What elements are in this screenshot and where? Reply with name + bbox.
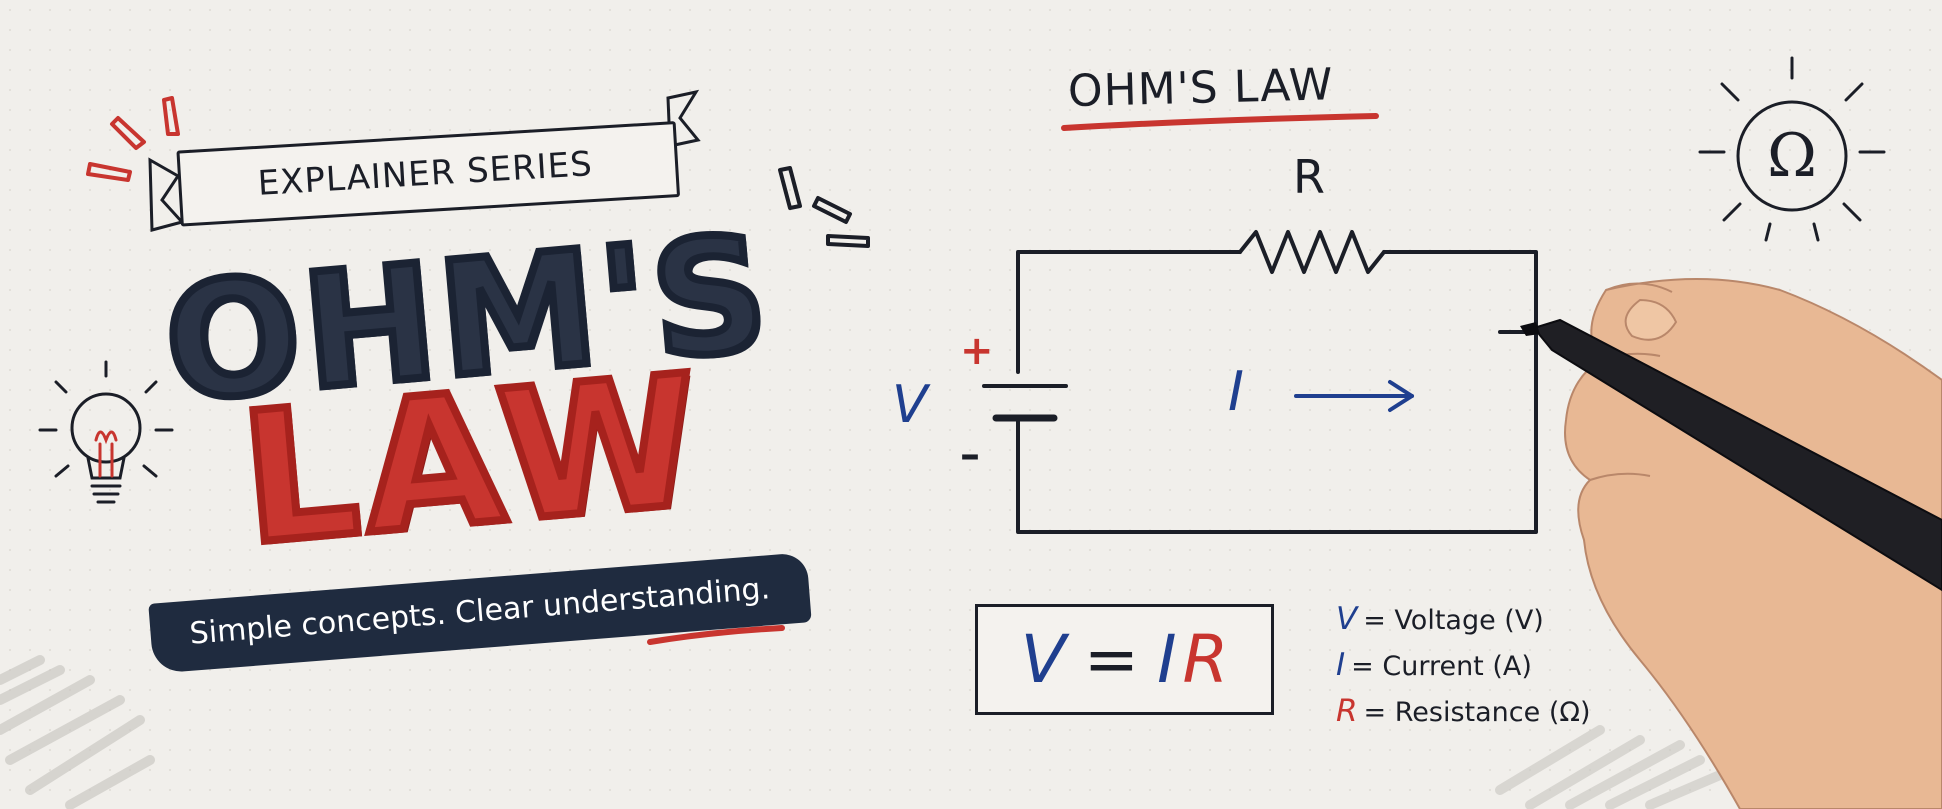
legend-symbol: V xyxy=(1336,601,1358,637)
resistor-label: R xyxy=(1293,150,1325,204)
legend-row-voltage: V= Voltage (V) xyxy=(1336,596,1636,642)
legend-text: = Resistance (Ω) xyxy=(1363,697,1591,728)
heading-underline xyxy=(1061,113,1379,131)
scribble-shading-right xyxy=(1495,725,1725,809)
lightbulb-icon xyxy=(38,360,174,504)
current-arrow xyxy=(1294,380,1414,412)
tagline-underline xyxy=(647,625,785,645)
legend-symbol: I xyxy=(1336,647,1346,683)
battery-plus-sign: + xyxy=(960,328,994,374)
scribble-shading-left xyxy=(0,655,155,809)
circuit-heading: OHM'S LAW xyxy=(1067,59,1335,118)
variable-legend: V= Voltage (V) I= Current (A) R= Resista… xyxy=(1336,596,1636,734)
legend-text: = Voltage (V) xyxy=(1363,605,1544,636)
formula-i: I xyxy=(1157,621,1177,698)
spark-lines-icon xyxy=(86,96,180,182)
circuit-diagram xyxy=(982,230,1538,534)
current-label: I xyxy=(1228,360,1244,423)
legend-symbol: R xyxy=(1336,693,1358,729)
formula-equals: = xyxy=(1083,621,1140,698)
resistor-zigzag xyxy=(1238,230,1386,274)
hand-with-pen-illustration xyxy=(1520,278,1942,809)
formula-r: R xyxy=(1182,621,1229,698)
formula-v: V xyxy=(1020,621,1066,698)
voltage-label: V xyxy=(892,375,928,435)
battery-minus-sign: – xyxy=(960,432,980,478)
omega-badge-icon xyxy=(1698,56,1886,242)
legend-text: = Current (A) xyxy=(1351,651,1532,682)
legend-row-current: I= Current (A) xyxy=(1336,642,1636,688)
legend-row-resistance: R= Resistance (Ω) xyxy=(1336,688,1636,734)
formula-box: V=IR xyxy=(975,604,1274,715)
spark-lines-icon xyxy=(778,166,870,248)
omega-symbol: Ω xyxy=(1767,121,1817,191)
